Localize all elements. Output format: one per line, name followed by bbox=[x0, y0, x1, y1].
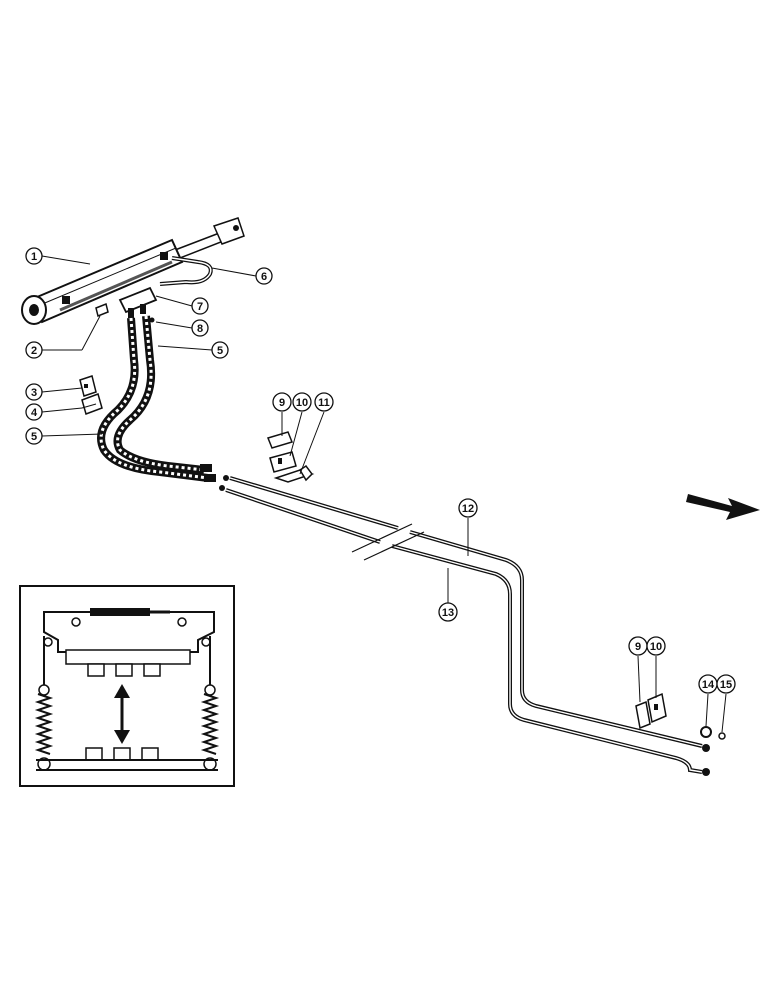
bracket-part-11 bbox=[273, 464, 315, 483]
callout-label: 5 bbox=[31, 431, 37, 443]
callout-13: 13 bbox=[438, 602, 458, 622]
seal-part-15 bbox=[718, 732, 726, 740]
callout-label: 1 bbox=[31, 251, 37, 263]
hose-pair bbox=[97, 315, 229, 491]
callout-6: 6 bbox=[255, 267, 273, 285]
clamp-part-10-lower bbox=[647, 692, 667, 724]
callout-14: 14 bbox=[698, 674, 718, 694]
callout-label: 10 bbox=[650, 641, 662, 653]
direction-arrow-icon bbox=[686, 494, 760, 520]
callout-3: 3 bbox=[25, 383, 43, 401]
steel-line-12 bbox=[229, 476, 703, 748]
seal-part-8 bbox=[149, 317, 155, 323]
callout-15: 15 bbox=[716, 674, 736, 694]
callout-1: 1 bbox=[25, 247, 43, 265]
callout-10: 10 bbox=[292, 392, 312, 412]
callout-label: 3 bbox=[31, 387, 37, 399]
tee-valve-part-7 bbox=[118, 286, 158, 318]
leader-lines bbox=[41, 255, 727, 733]
inset-diagram bbox=[19, 585, 235, 787]
nut-part-14 bbox=[700, 726, 712, 738]
clamp-part-3 bbox=[79, 375, 97, 397]
callout-label: 9 bbox=[279, 397, 285, 409]
clamp-part-9 bbox=[266, 431, 294, 449]
callout-4: 4 bbox=[25, 403, 43, 421]
callout-label: 4 bbox=[31, 407, 38, 419]
callout-2: 2 bbox=[25, 341, 43, 359]
bracket-part-4 bbox=[81, 393, 103, 415]
callout-label: 15 bbox=[720, 679, 732, 691]
callout-label: 9 bbox=[635, 641, 641, 653]
callout-label: 13 bbox=[442, 607, 454, 619]
break-marks bbox=[351, 523, 425, 561]
callout-label: 6 bbox=[261, 271, 267, 283]
callout-5-upper: 5 bbox=[211, 341, 229, 359]
callout-5-lower: 5 bbox=[25, 427, 43, 445]
callout-label: 14 bbox=[702, 679, 715, 691]
callout-10-lower: 10 bbox=[646, 636, 666, 656]
callout-label: 5 bbox=[217, 345, 223, 357]
clamp-part-10 bbox=[269, 451, 297, 473]
callout-label: 2 bbox=[31, 345, 37, 357]
callout-label: 7 bbox=[197, 301, 203, 313]
callout-label: 8 bbox=[197, 323, 203, 335]
fitting-part-2 bbox=[95, 302, 109, 318]
callout-9: 9 bbox=[272, 392, 292, 412]
callout-12: 12 bbox=[458, 498, 478, 518]
callout-11: 11 bbox=[314, 392, 334, 412]
steel-line-13 bbox=[225, 488, 703, 774]
clamp-part-9-lower bbox=[635, 700, 651, 730]
callout-9-lower: 9 bbox=[628, 636, 648, 656]
double-arrow-icon bbox=[114, 684, 130, 744]
hydraulic-cylinder bbox=[21, 217, 245, 325]
callout-7: 7 bbox=[191, 297, 209, 315]
callout-8: 8 bbox=[191, 319, 209, 337]
callout-label: 11 bbox=[318, 397, 330, 409]
callout-label: 10 bbox=[296, 397, 308, 409]
callout-label: 12 bbox=[462, 503, 474, 515]
